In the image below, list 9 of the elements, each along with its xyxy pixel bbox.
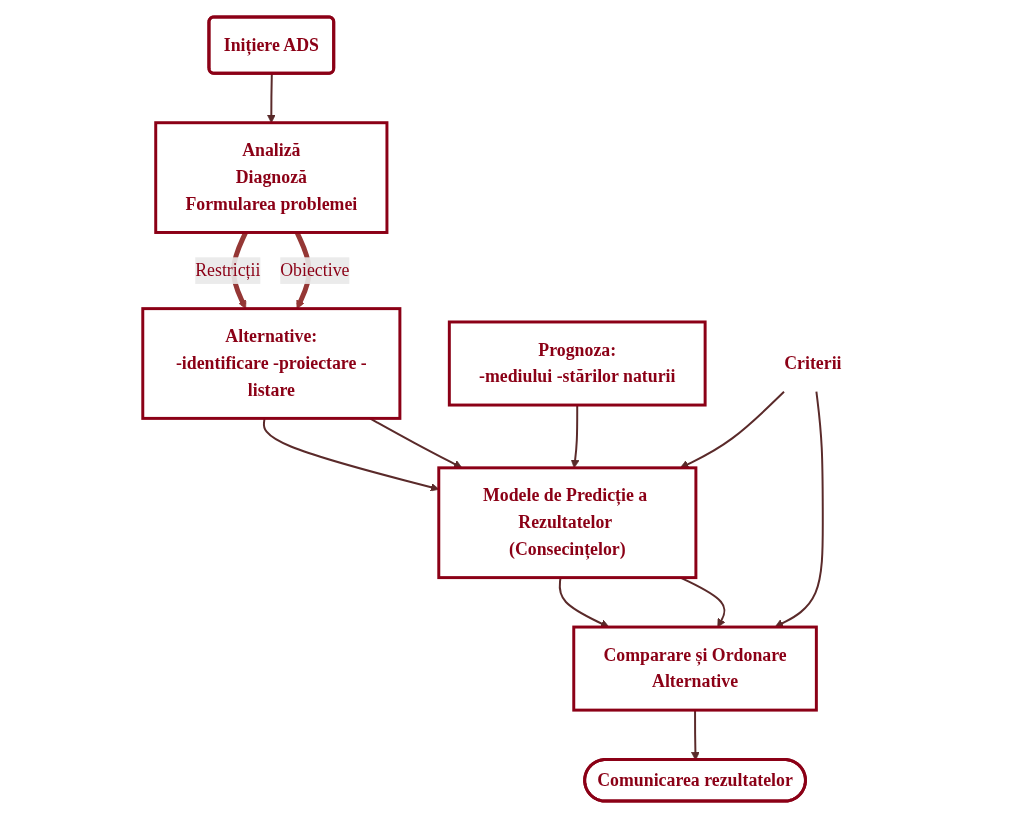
node-box: Prognoza: -mediului -stărilor naturii: [447, 320, 707, 407]
arrow: [774, 390, 824, 628]
node-text: Criterii: [783, 353, 842, 373]
node-box: Alternative: -identificare -proiectare -listare: [140, 307, 401, 420]
edge-label: Restricții: [194, 260, 260, 280]
edge-label: Obiective: [279, 260, 349, 280]
node-box: Analiză Diagnoză Formularea problemei: [153, 121, 388, 234]
node-box: Modele de Predicție a Rezultatelor (Consecințelor): [436, 466, 697, 580]
node-box: Comparare și Ordonare Alternative: [571, 625, 818, 712]
